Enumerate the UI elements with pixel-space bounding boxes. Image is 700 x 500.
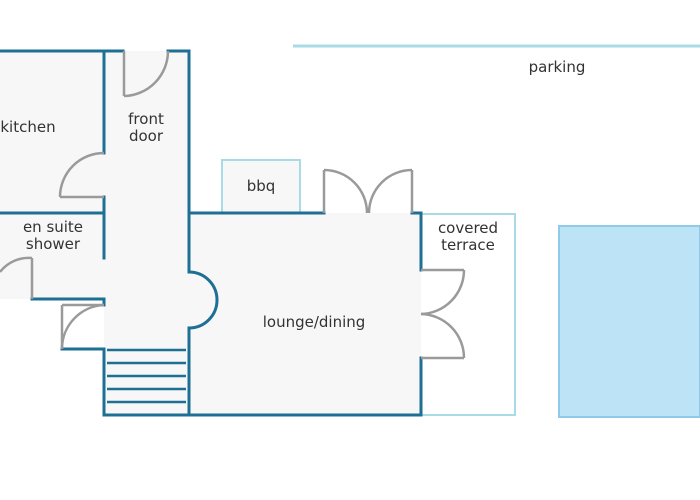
front-door-swing	[122, 50, 170, 98]
kitchen-floor	[0, 51, 104, 213]
label-kitchen: kitchen	[0, 119, 58, 136]
terrace-outline	[421, 213, 516, 416]
label-en-suite-line1: en suite	[22, 218, 84, 236]
hall-floor	[104, 51, 189, 415]
label-front-door-line1: front	[128, 110, 164, 128]
label-lounge-dining: lounge/dining	[244, 314, 384, 331]
label-front-door-line2: door	[128, 127, 164, 145]
label-covered-terrace-line1: covered	[437, 219, 499, 237]
kitchen-door-swing	[58, 151, 105, 199]
hall-door-swing	[60, 303, 105, 350]
label-kitchen-text: kitchen	[0, 118, 56, 136]
bbq-floor	[222, 160, 300, 212]
stairs	[107, 348, 186, 404]
label-en-suite-shower: en suite shower	[10, 219, 96, 253]
walls	[0, 49, 423, 417]
shower-floor	[0, 213, 104, 299]
label-lounge-dining-text: lounge/dining	[262, 313, 366, 331]
lounge-floor	[189, 213, 421, 415]
label-bbq-text: bbq	[246, 177, 276, 195]
bbq-double-door-swing	[322, 168, 414, 214]
label-front-door: front door	[111, 111, 181, 145]
label-covered-terrace: covered terrace	[427, 220, 509, 254]
label-parking: parking	[512, 59, 602, 76]
label-en-suite-line2: shower	[25, 235, 81, 253]
label-parking-text: parking	[528, 58, 586, 76]
doors	[0, 50, 466, 360]
label-bbq: bbq	[222, 178, 300, 195]
pool	[558, 225, 700, 418]
label-covered-terrace-line2: terrace	[441, 236, 495, 254]
shower-door-swing	[0, 256, 34, 299]
terrace-double-door-swing	[420, 268, 466, 360]
